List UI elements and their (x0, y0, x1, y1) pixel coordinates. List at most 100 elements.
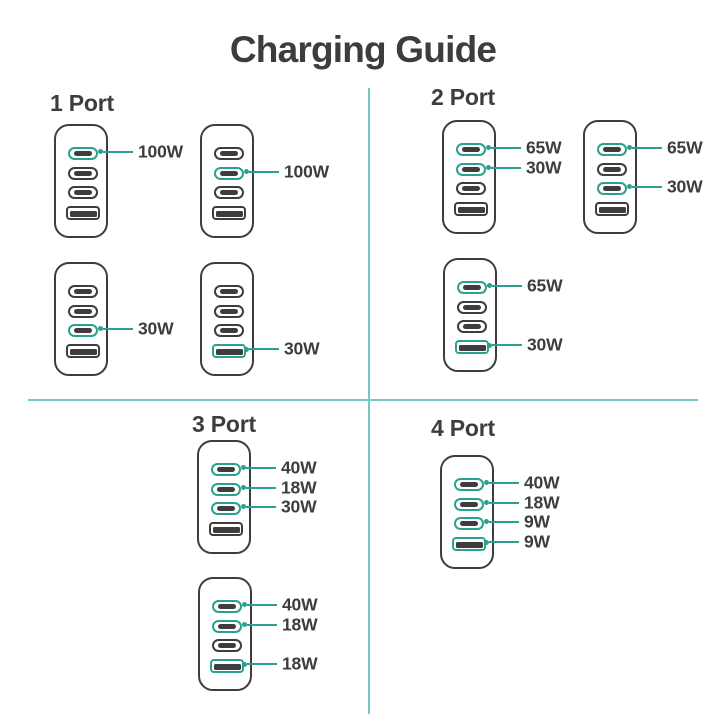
usb-c-port-active (454, 498, 484, 511)
wattage-label: 65W (526, 136, 562, 157)
usb-c-port-active (212, 600, 242, 613)
usb-a-pin-bar (215, 211, 243, 217)
callout-line (491, 146, 521, 149)
callout-line (249, 348, 279, 350)
usb-c-port-active (454, 478, 484, 491)
page-title: Charging Guide (229, 29, 497, 70)
usb-c-pin-bar (74, 309, 92, 314)
usb-a-pin-bar (69, 211, 97, 217)
charger-body (200, 262, 254, 376)
callout-dot (487, 283, 492, 288)
usb-c-pin-bar (74, 190, 92, 195)
usb-c-pin-bar (218, 643, 236, 648)
wattage-label: 30W (527, 334, 563, 355)
usb-a-pin-bar (458, 345, 486, 351)
charger-body (54, 124, 108, 238)
charger-body (197, 440, 251, 554)
usb-c-pin-bar (220, 309, 238, 314)
usb-c-port (456, 182, 486, 195)
callout-dot (241, 465, 246, 470)
callout-dot (98, 326, 103, 331)
usb-c-port (68, 167, 98, 180)
wattage-label: 100W (138, 140, 183, 161)
usb-c-port-active (211, 483, 241, 496)
callout-line (103, 150, 133, 153)
usb-c-port (68, 186, 98, 199)
callout-line (492, 344, 522, 346)
wattage-label: 9W (524, 510, 550, 531)
callout-dot (98, 149, 103, 154)
usb-a-pin-bar (213, 664, 241, 670)
callout-dot (242, 661, 247, 667)
wattage-label: 40W (281, 456, 317, 477)
usb-c-pin-bar (603, 167, 621, 172)
callout-line (632, 146, 662, 149)
usb-c-pin-bar (603, 186, 621, 191)
callout-dot (244, 169, 249, 174)
usb-c-port-active (454, 517, 484, 530)
usb-a-pin-bar (455, 542, 483, 548)
usb-c-pin-bar (463, 285, 481, 290)
callout-dot (486, 145, 491, 150)
wattage-label: 30W (284, 338, 320, 359)
usb-c-port (212, 639, 242, 652)
charger-body (440, 455, 494, 569)
usb-c-port (457, 301, 487, 314)
callout-line (246, 486, 276, 489)
usb-c-pin-bar (460, 482, 478, 487)
usb-a-pin-bar (598, 207, 626, 213)
usb-c-port (214, 285, 244, 298)
usb-c-port (214, 324, 244, 337)
section-label-4-port: 4 Port (431, 415, 495, 441)
wattage-label: 9W (524, 531, 550, 552)
usb-a-pin-bar (69, 349, 97, 355)
usb-a-port-active (452, 537, 486, 551)
wattage-label: 30W (667, 175, 703, 196)
callout-dot (242, 602, 247, 607)
section-label-3-port: 3 Port (192, 411, 256, 437)
usb-c-pin-bar (217, 487, 235, 492)
usb-c-pin-bar (603, 147, 621, 152)
divider-horizontal (28, 399, 698, 401)
wattage-label: 100W (284, 160, 329, 181)
usb-a-port-active (210, 659, 244, 673)
callout-line (632, 185, 662, 188)
callout-dot (627, 184, 632, 189)
wattage-label: 30W (526, 156, 562, 177)
wattage-label: 18W (282, 613, 318, 634)
callout-line (246, 505, 276, 508)
divider-vertical (368, 88, 370, 714)
usb-c-port-active (597, 143, 627, 156)
usb-c-pin-bar (218, 624, 236, 629)
usb-a-port-active (212, 344, 246, 358)
usb-c-pin-bar (463, 305, 481, 310)
usb-c-port (214, 186, 244, 199)
usb-a-port (212, 206, 246, 220)
wattage-label: 40W (524, 471, 560, 492)
usb-c-port-active (68, 147, 98, 160)
callout-line (103, 327, 133, 330)
callout-line (247, 623, 277, 626)
usb-a-pin-bar (212, 527, 240, 533)
usb-c-pin-bar (74, 171, 92, 176)
usb-c-port-active (456, 143, 486, 156)
wattage-label: 18W (282, 653, 318, 674)
usb-c-pin-bar (462, 186, 480, 191)
usb-c-pin-bar (220, 190, 238, 195)
usb-c-port-active (211, 502, 241, 515)
usb-c-pin-bar (460, 502, 478, 507)
callout-dot (486, 165, 491, 170)
wattage-label: 18W (281, 476, 317, 497)
callout-line (246, 466, 276, 469)
usb-c-pin-bar (74, 289, 92, 294)
callout-line (489, 481, 519, 484)
wattage-label: 65W (667, 136, 703, 157)
usb-a-port (209, 522, 243, 536)
usb-c-pin-bar (463, 324, 481, 329)
section-label-2-port: 2 Port (431, 84, 495, 110)
usb-c-pin-bar (220, 289, 238, 294)
usb-a-port (66, 206, 100, 220)
usb-c-port (68, 285, 98, 298)
charger-body (583, 120, 637, 234)
